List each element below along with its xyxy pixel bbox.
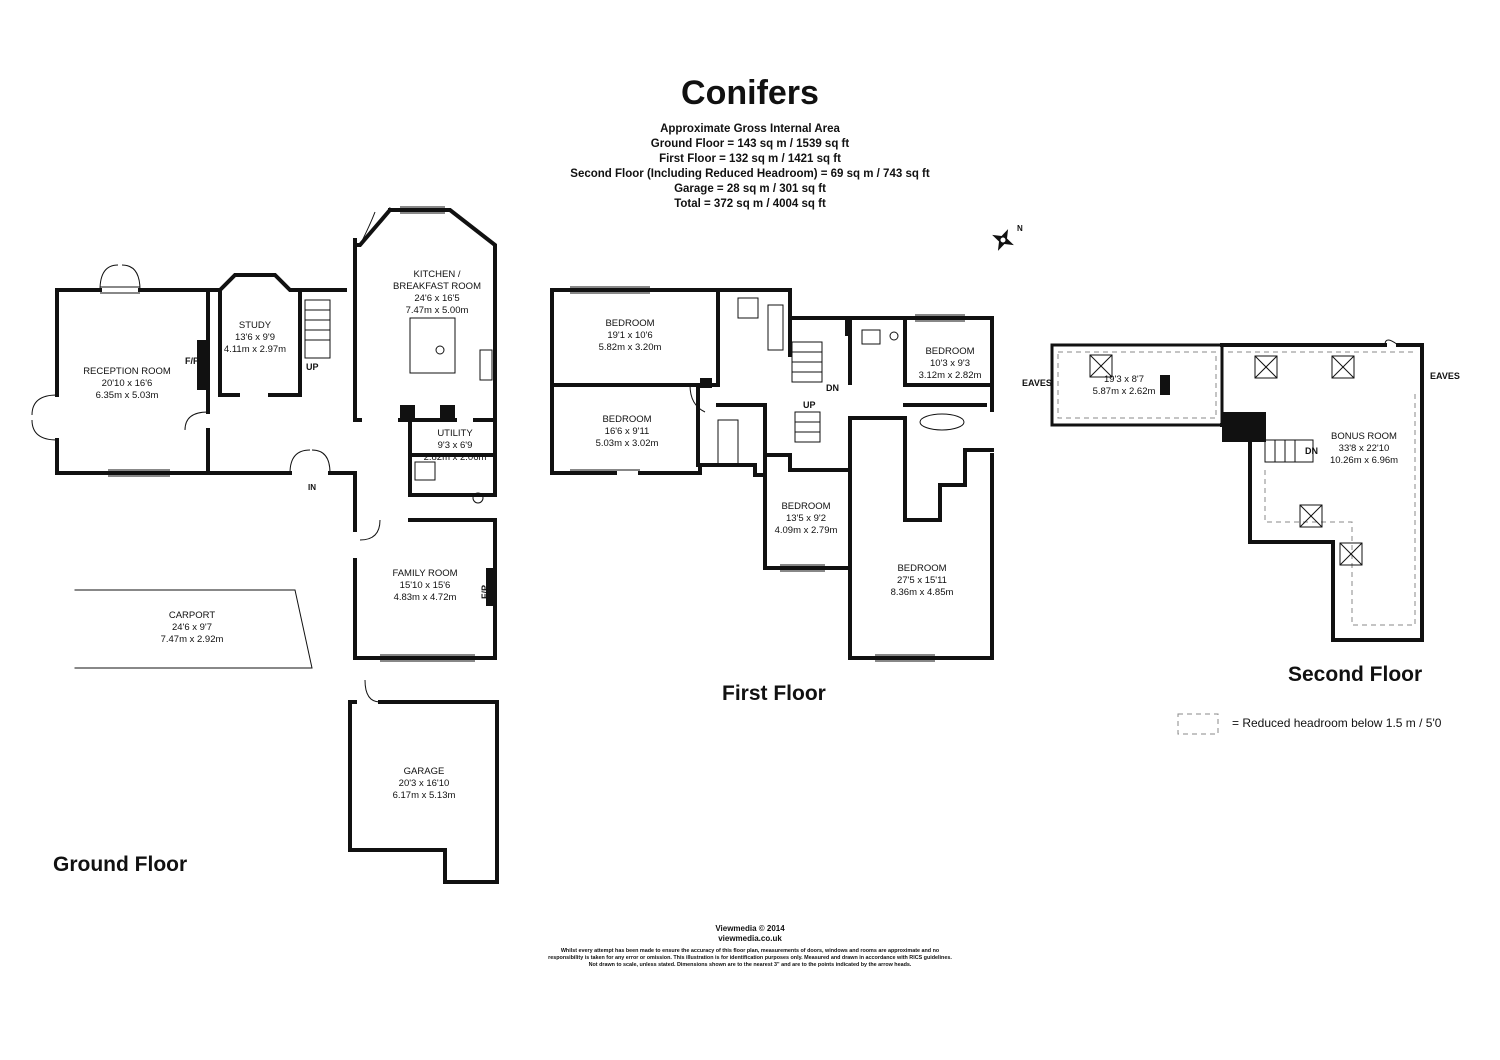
room-metric: 4.11m x 2.97m (223, 344, 287, 355)
room-metric: 6.35m x 5.03m (95, 390, 159, 401)
room-imperial: 19'1 x 10'6 (607, 330, 653, 341)
room-loft: 19'3 x 8'7 5.87m x 2.62m (1093, 374, 1156, 398)
compass-icon (992, 229, 1014, 251)
eaves-label: EAVES (1430, 371, 1460, 381)
room-utility: UTILITY 9'3 x 6'9 2.82m x 2.06m (424, 428, 487, 464)
room-bedroom: BEDROOM 10'3 x 9'3 3.12m x 2.82m (919, 346, 982, 382)
area-garage: Garage = 28 sq m / 301 sq ft (674, 183, 826, 195)
room-kitchen: KITCHEN / BREAKFAST ROOM 24'6 x 16'5 7.4… (393, 269, 481, 317)
stairs-up-label: UP (803, 400, 816, 410)
room-imperial: 15'10 x 15'6 (399, 580, 451, 591)
room-name: BEDROOM (602, 414, 652, 425)
room-imperial: 9'3 x 6'9 (437, 440, 473, 451)
area-ground-floor: Ground Floor = 143 sq m / 1539 sq ft (650, 138, 850, 150)
room-metric: 3.12m x 2.82m (918, 370, 982, 381)
room-bonus: BONUS ROOM 33'8 x 22'10 10.26m x 6.96m (1330, 431, 1398, 467)
room-name: KITCHEN / (413, 269, 461, 280)
room-imperial: 24'6 x 16'5 (414, 293, 460, 304)
room-imperial: 20'3 x 16'10 (398, 778, 450, 789)
room-reception: RECEPTION ROOM 20'10 x 16'6 6.35m x 5.03… (83, 366, 171, 402)
room-name: FAMILY ROOM (392, 568, 458, 579)
room-imperial: 16'6 x 9'11 (604, 426, 650, 437)
page-title: Conifers (681, 74, 819, 112)
footer-disclaimer-line: responsibility is taken for any error or… (548, 955, 952, 961)
footer-disclaimer-line: Whilst every attempt has been made to en… (560, 948, 940, 954)
room-name: GARAGE (403, 766, 445, 777)
area-heading: Approximate Gross Internal Area (660, 123, 840, 135)
room-imperial: 13'6 x 9'9 (234, 332, 276, 343)
second-floor-label: Second Floor (1288, 663, 1423, 686)
stairs-down-label: DN (826, 383, 839, 393)
entrance-label: IN (308, 483, 316, 492)
room-imperial: 10'3 x 9'3 (929, 358, 971, 369)
room-metric: 5.82m x 3.20m (598, 342, 662, 353)
room-imperial: 24'6 x 9'7 (171, 622, 213, 633)
room-family: FAMILY ROOM 15'10 x 15'6 4.83m x 4.72m (392, 568, 457, 604)
area-second-floor: Second Floor (Including Reduced Headroom… (570, 168, 930, 180)
compass-north-label: N (1017, 224, 1023, 233)
room-name: BONUS ROOM (1331, 431, 1397, 442)
room-metric: 4.09m x 2.79m (774, 525, 838, 536)
room-imperial: 20'10 x 16'6 (101, 378, 153, 389)
room-bedroom: BEDROOM 13'5 x 9'2 4.09m x 2.79m (775, 501, 838, 537)
room-metric: 5.87m x 2.62m (1092, 386, 1156, 397)
area-first-floor: First Floor = 132 sq m / 1421 sq ft (659, 153, 841, 165)
footer-brand: Viewmedia © 2014 (715, 924, 785, 933)
room-metric: 8.36m x 4.85m (890, 587, 954, 598)
room-name: STUDY (238, 320, 272, 331)
room-name: BEDROOM (605, 318, 655, 329)
first-floor-label: First Floor (722, 682, 826, 705)
room-name: BEDROOM (897, 563, 947, 574)
area-total: Total = 372 sq m / 4004 sq ft (674, 198, 826, 210)
room-study: STUDY 13'6 x 9'9 4.11m x 2.97m (224, 320, 286, 356)
room-name: RECEPTION ROOM (83, 366, 171, 377)
room-metric: 4.83m x 4.72m (393, 592, 457, 603)
footer-disclaimer-line: Not drawn to scale, unless stated. Dimen… (588, 962, 912, 968)
reduced-headroom-legend: = Reduced headroom below 1.5 m / 5'0 (1232, 716, 1442, 730)
room-name: BEDROOM (781, 501, 831, 512)
room-imperial: 27'5 x 15'11 (897, 575, 947, 586)
room-metric: 2.82m x 2.06m (423, 452, 487, 463)
stairs-down-label: DN (1305, 446, 1318, 456)
fireplace-label: F/P (480, 584, 491, 600)
room-metric: 7.47m x 2.92m (160, 634, 224, 645)
ground-floor-label: Ground Floor (53, 853, 188, 876)
room-bedroom: BEDROOM 19'1 x 10'6 5.82m x 3.20m (599, 318, 662, 354)
room-metric: 7.47m x 5.00m (405, 305, 469, 316)
room-imperial: 13'5 x 9'2 (785, 513, 827, 524)
room-imperial: 33'8 x 22'10 (1338, 443, 1390, 454)
eaves-label: EAVES (1022, 378, 1052, 388)
room-imperial: 19'3 x 8'7 (1103, 374, 1145, 385)
room-carport: CARPORT 24'6 x 9'7 7.47m x 2.92m (161, 610, 224, 646)
footer-url: viewmedia.co.uk (718, 934, 782, 943)
room-name-2: BREAKFAST ROOM (393, 281, 481, 292)
room-metric: 5.03m x 3.02m (595, 438, 659, 449)
room-name: CARPORT (168, 610, 216, 621)
room-garage: GARAGE 20'3 x 16'10 6.17m x 5.13m (393, 766, 456, 802)
stairs-up-label: UP (306, 362, 319, 372)
room-bedroom: BEDROOM 16'6 x 9'11 5.03m x 3.02m (596, 414, 659, 450)
room-bedroom: BEDROOM 27'5 x 15'11 8.36m x 4.85m (891, 563, 954, 599)
fireplace-label: F/P (185, 356, 200, 366)
room-name: BEDROOM (925, 346, 975, 357)
room-metric: 6.17m x 5.13m (392, 790, 456, 801)
room-name: UTILITY (437, 428, 473, 439)
footer: Viewmedia © 2014 viewmedia.co.uk Whilst … (0, 924, 1500, 969)
room-metric: 10.26m x 6.96m (1329, 455, 1399, 466)
